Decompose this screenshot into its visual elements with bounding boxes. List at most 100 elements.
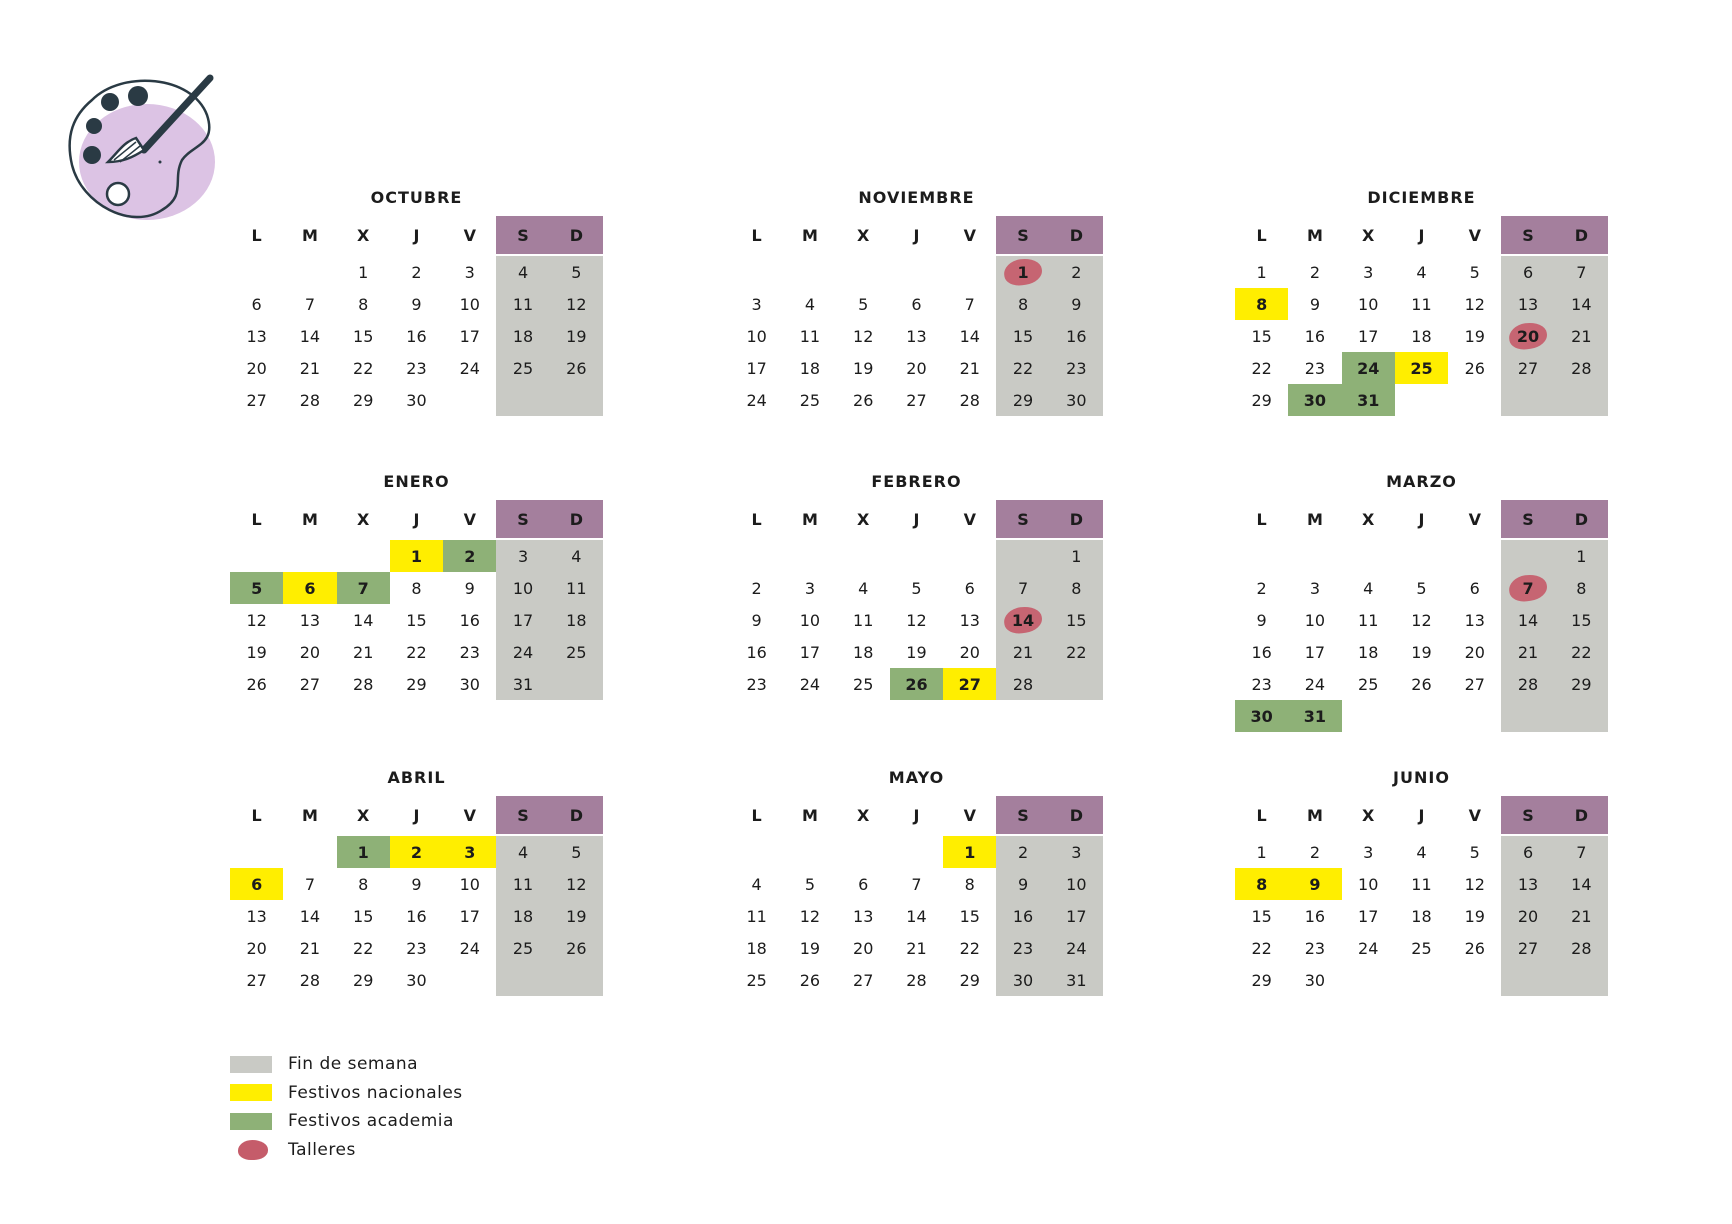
empty-cell <box>1288 540 1341 572</box>
day-cell: 27 <box>1464 674 1485 694</box>
day-cell: 13 <box>959 610 980 630</box>
empty-cell <box>783 256 836 288</box>
weekday-header: M <box>1306 509 1323 529</box>
weekday-header: V <box>1468 225 1481 245</box>
day-cell: 9 <box>996 868 1050 900</box>
weekday-header: S <box>1501 500 1555 538</box>
weekday-header: S <box>996 216 1050 254</box>
day-cell: 18 <box>1411 906 1432 926</box>
day-cell: 13 <box>906 326 927 346</box>
legend-swatch-academy-holiday <box>230 1112 272 1130</box>
day-cell: 20 <box>906 358 927 378</box>
legend: Fin de semana Festivos nacionales Festiv… <box>230 1050 463 1164</box>
weekday-header: L <box>251 509 262 529</box>
day-cell: 19 <box>246 642 267 662</box>
month-title: FEBRERO <box>871 472 962 491</box>
weekday-header: J <box>1418 805 1425 825</box>
day-cell: 26 <box>1411 674 1432 694</box>
empty-cell <box>730 836 783 868</box>
weekday-header: X <box>857 805 870 825</box>
day-cell: 16 <box>1304 326 1326 346</box>
day-cell: 26 <box>799 970 821 990</box>
day-cell: 27 <box>299 674 321 694</box>
day-cell: 11 <box>496 868 550 900</box>
day-cell: 19 <box>1411 642 1432 662</box>
day-cell: 22 <box>1554 636 1608 668</box>
day-cell: 6 <box>964 578 975 598</box>
day-cell: 10 <box>746 326 767 346</box>
day-cell: 9 <box>1309 294 1321 314</box>
day-cell: 24 <box>1358 938 1379 958</box>
empty-cell <box>1554 964 1608 996</box>
empty-cell <box>730 256 783 288</box>
day-cell: 28 <box>959 390 980 410</box>
day-cell: 23 <box>406 938 427 958</box>
day-cell: 31 <box>1049 964 1103 996</box>
day-cell: 1 <box>1256 842 1267 862</box>
day-cell: 27 <box>1501 932 1555 964</box>
empty-cell <box>1501 700 1555 732</box>
empty-cell <box>549 384 603 416</box>
day-cell: 9 <box>411 874 422 894</box>
empty-cell <box>1448 964 1501 996</box>
weekday-header: L <box>1256 805 1267 825</box>
day-cell: 3 <box>1049 836 1103 868</box>
day-cell: 24 <box>1049 932 1103 964</box>
day-cell: 30 <box>1049 384 1103 416</box>
empty-cell <box>837 836 890 868</box>
day-cell: 19 <box>1464 326 1485 346</box>
day-cell: 1 <box>358 262 369 282</box>
day-cell: 16 <box>996 900 1050 932</box>
day-cell: 29 <box>353 970 374 990</box>
day-cell: 8 <box>358 294 369 314</box>
empty-cell <box>890 256 943 288</box>
weekday-header: J <box>413 509 420 529</box>
day-cell: 9 <box>411 294 422 314</box>
day-cell: 29 <box>1251 390 1272 410</box>
day-cell: 14 <box>353 610 374 630</box>
day-cell: 25 <box>496 932 550 964</box>
day-cell: 9 <box>1049 288 1103 320</box>
day-cell: 5 <box>1416 578 1427 598</box>
day-cell: 19 <box>549 900 603 932</box>
day-cell: 9 <box>464 578 475 598</box>
day-cell: 26 <box>853 390 874 410</box>
day-cell: 31 <box>1288 700 1342 732</box>
day-cell: 22 <box>353 938 374 958</box>
day-cell: 4 <box>549 540 603 572</box>
day-cell: 12 <box>799 906 821 926</box>
day-cell: 30 <box>1304 970 1326 990</box>
month-title: NOVIEMBRE <box>858 188 975 207</box>
weekday-header: M <box>301 805 318 825</box>
empty-cell <box>1448 384 1501 416</box>
day-cell: 10 <box>459 874 480 894</box>
day-cell: 10 <box>1049 868 1103 900</box>
day-cell: 12 <box>853 326 874 346</box>
day-cell: 18 <box>496 900 550 932</box>
empty-cell <box>1501 384 1555 416</box>
day-cell: 18 <box>853 642 874 662</box>
day-cell: 4 <box>1416 842 1427 862</box>
day-cell: 6 <box>1469 578 1480 598</box>
day-cell: 14 <box>959 326 980 346</box>
weekday-header: J <box>913 509 920 529</box>
day-cell: 25 <box>549 636 603 668</box>
day-cell: 25 <box>496 352 550 384</box>
empty-cell <box>443 384 496 416</box>
day-cell: 19 <box>1464 906 1485 926</box>
day-cell: 21 <box>1554 320 1608 352</box>
day-cell: 20 <box>959 642 980 662</box>
